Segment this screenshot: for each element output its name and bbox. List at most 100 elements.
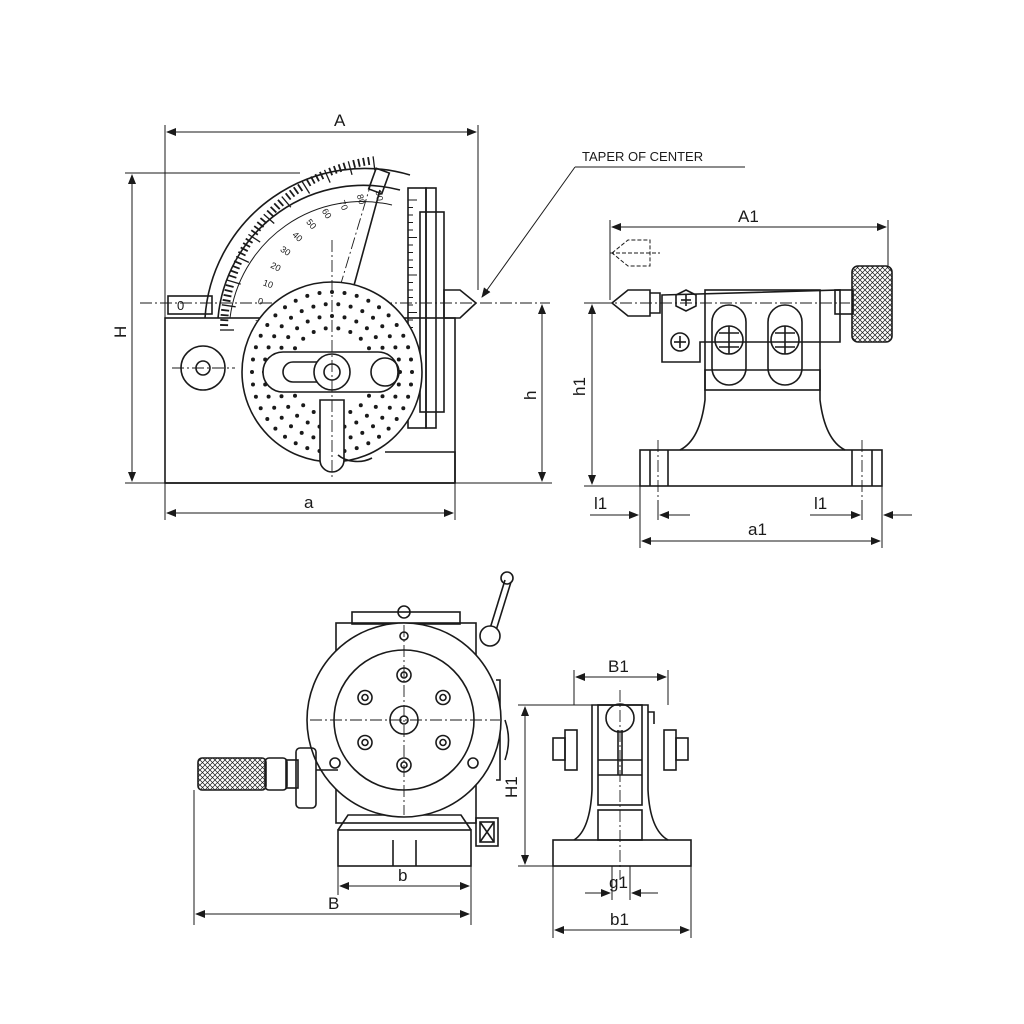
index-hole bbox=[393, 394, 398, 399]
scale-tick bbox=[221, 304, 236, 308]
index-hole bbox=[301, 403, 306, 408]
scale-tick-label: 0 bbox=[257, 296, 264, 307]
index-hole bbox=[253, 394, 258, 399]
index-hole bbox=[354, 319, 359, 324]
index-hole bbox=[311, 304, 316, 309]
dim-H-label: H bbox=[111, 326, 130, 338]
index-hole bbox=[358, 336, 363, 341]
index-hole bbox=[348, 410, 353, 414]
index-hole bbox=[305, 319, 310, 324]
scale-tick-label: 30 bbox=[279, 244, 293, 258]
index-hole bbox=[289, 424, 293, 429]
scale-tick bbox=[233, 260, 242, 266]
dim-A-label: A bbox=[334, 111, 346, 130]
dim-b-label: b bbox=[398, 866, 407, 885]
index-hole bbox=[410, 370, 414, 374]
dim-A1-label: A1 bbox=[738, 207, 759, 226]
index-hole bbox=[293, 298, 298, 303]
index-hole bbox=[367, 346, 371, 351]
index-hole bbox=[286, 404, 291, 409]
index-hole bbox=[305, 446, 310, 451]
index-hole bbox=[401, 406, 406, 411]
dim-a1-label: a1 bbox=[748, 520, 767, 539]
index-hole bbox=[387, 334, 392, 339]
dim-h1-label: h1 bbox=[570, 377, 589, 396]
index-hole bbox=[380, 345, 385, 350]
scale-tick bbox=[367, 156, 371, 166]
index-hole bbox=[323, 302, 328, 307]
index-hole bbox=[373, 404, 378, 409]
index-hole bbox=[354, 293, 359, 298]
scale-tick bbox=[323, 169, 331, 183]
dim-h-label: h bbox=[521, 391, 540, 400]
index-hole bbox=[386, 313, 391, 318]
dim-l1-right-label: l1 bbox=[814, 494, 827, 513]
index-hole bbox=[265, 417, 270, 421]
scale-tick bbox=[319, 171, 325, 180]
index-hole bbox=[348, 304, 353, 309]
scale-tick bbox=[284, 192, 292, 201]
index-hole bbox=[336, 302, 341, 307]
index-hole bbox=[299, 430, 304, 435]
index-hole bbox=[364, 326, 369, 331]
scale-tick-label: 10 bbox=[262, 278, 275, 291]
scale-tick-label: 40 bbox=[290, 230, 304, 244]
scale-tick bbox=[235, 255, 250, 263]
tailstock-side-view bbox=[600, 239, 893, 500]
dividing-head-front-view bbox=[197, 571, 514, 867]
index-hole bbox=[401, 333, 406, 338]
dim-H1-label: H1 bbox=[502, 776, 521, 798]
index-hole bbox=[336, 326, 341, 331]
index-hole bbox=[377, 434, 381, 439]
index-hole bbox=[394, 323, 399, 327]
index-hole bbox=[367, 393, 371, 398]
dim-B1-label: B1 bbox=[608, 657, 629, 676]
index-hole bbox=[342, 315, 347, 320]
scale-tick bbox=[242, 242, 251, 248]
index-hole bbox=[380, 324, 385, 329]
index-hole bbox=[251, 357, 255, 362]
index-hole bbox=[279, 394, 284, 399]
index-hole bbox=[273, 426, 278, 431]
scale-tick bbox=[248, 233, 261, 243]
index-hole bbox=[342, 291, 347, 295]
scale-tick bbox=[227, 279, 241, 285]
dim-g1-label: g1 bbox=[609, 873, 628, 892]
scale-tick bbox=[301, 181, 311, 194]
index-hole bbox=[258, 406, 263, 411]
dim-l1-left-label: l1 bbox=[594, 494, 607, 513]
index-hole bbox=[272, 334, 277, 339]
scale-tick bbox=[222, 298, 231, 303]
scale-tick bbox=[293, 186, 300, 195]
bolt-hole-outer bbox=[357, 689, 373, 706]
scale-tick-label: 60 bbox=[320, 207, 334, 221]
index-hole bbox=[311, 435, 316, 440]
scale-tick bbox=[256, 221, 265, 228]
index-hole bbox=[295, 413, 300, 418]
scale-tick bbox=[357, 158, 361, 167]
index-hole bbox=[366, 298, 371, 303]
scale-tick bbox=[347, 161, 353, 176]
scale-tick bbox=[230, 269, 239, 275]
scale-tick bbox=[273, 202, 281, 210]
index-hole bbox=[348, 435, 353, 440]
index-hole bbox=[289, 315, 293, 320]
index-hole bbox=[387, 405, 392, 410]
index-hole bbox=[283, 434, 287, 439]
index-hole bbox=[283, 305, 287, 310]
index-hole bbox=[323, 326, 328, 331]
index-hole bbox=[293, 441, 298, 446]
taper-callout: TAPER OF CENTER bbox=[481, 149, 745, 298]
taper-label: TAPER OF CENTER bbox=[582, 149, 703, 164]
bolt-hole-inner bbox=[439, 693, 447, 702]
index-hole bbox=[293, 346, 297, 351]
index-hole bbox=[409, 357, 413, 362]
scale-tick bbox=[310, 176, 316, 184]
index-hole bbox=[301, 336, 306, 341]
scale-tick bbox=[372, 156, 376, 171]
index-hole bbox=[364, 413, 369, 418]
index-hole bbox=[348, 330, 353, 334]
dividing-head-side-view: -100102030405060708090 0 bbox=[140, 156, 550, 484]
scale-tick-label: 90 bbox=[374, 190, 385, 201]
index-hole bbox=[317, 315, 322, 320]
